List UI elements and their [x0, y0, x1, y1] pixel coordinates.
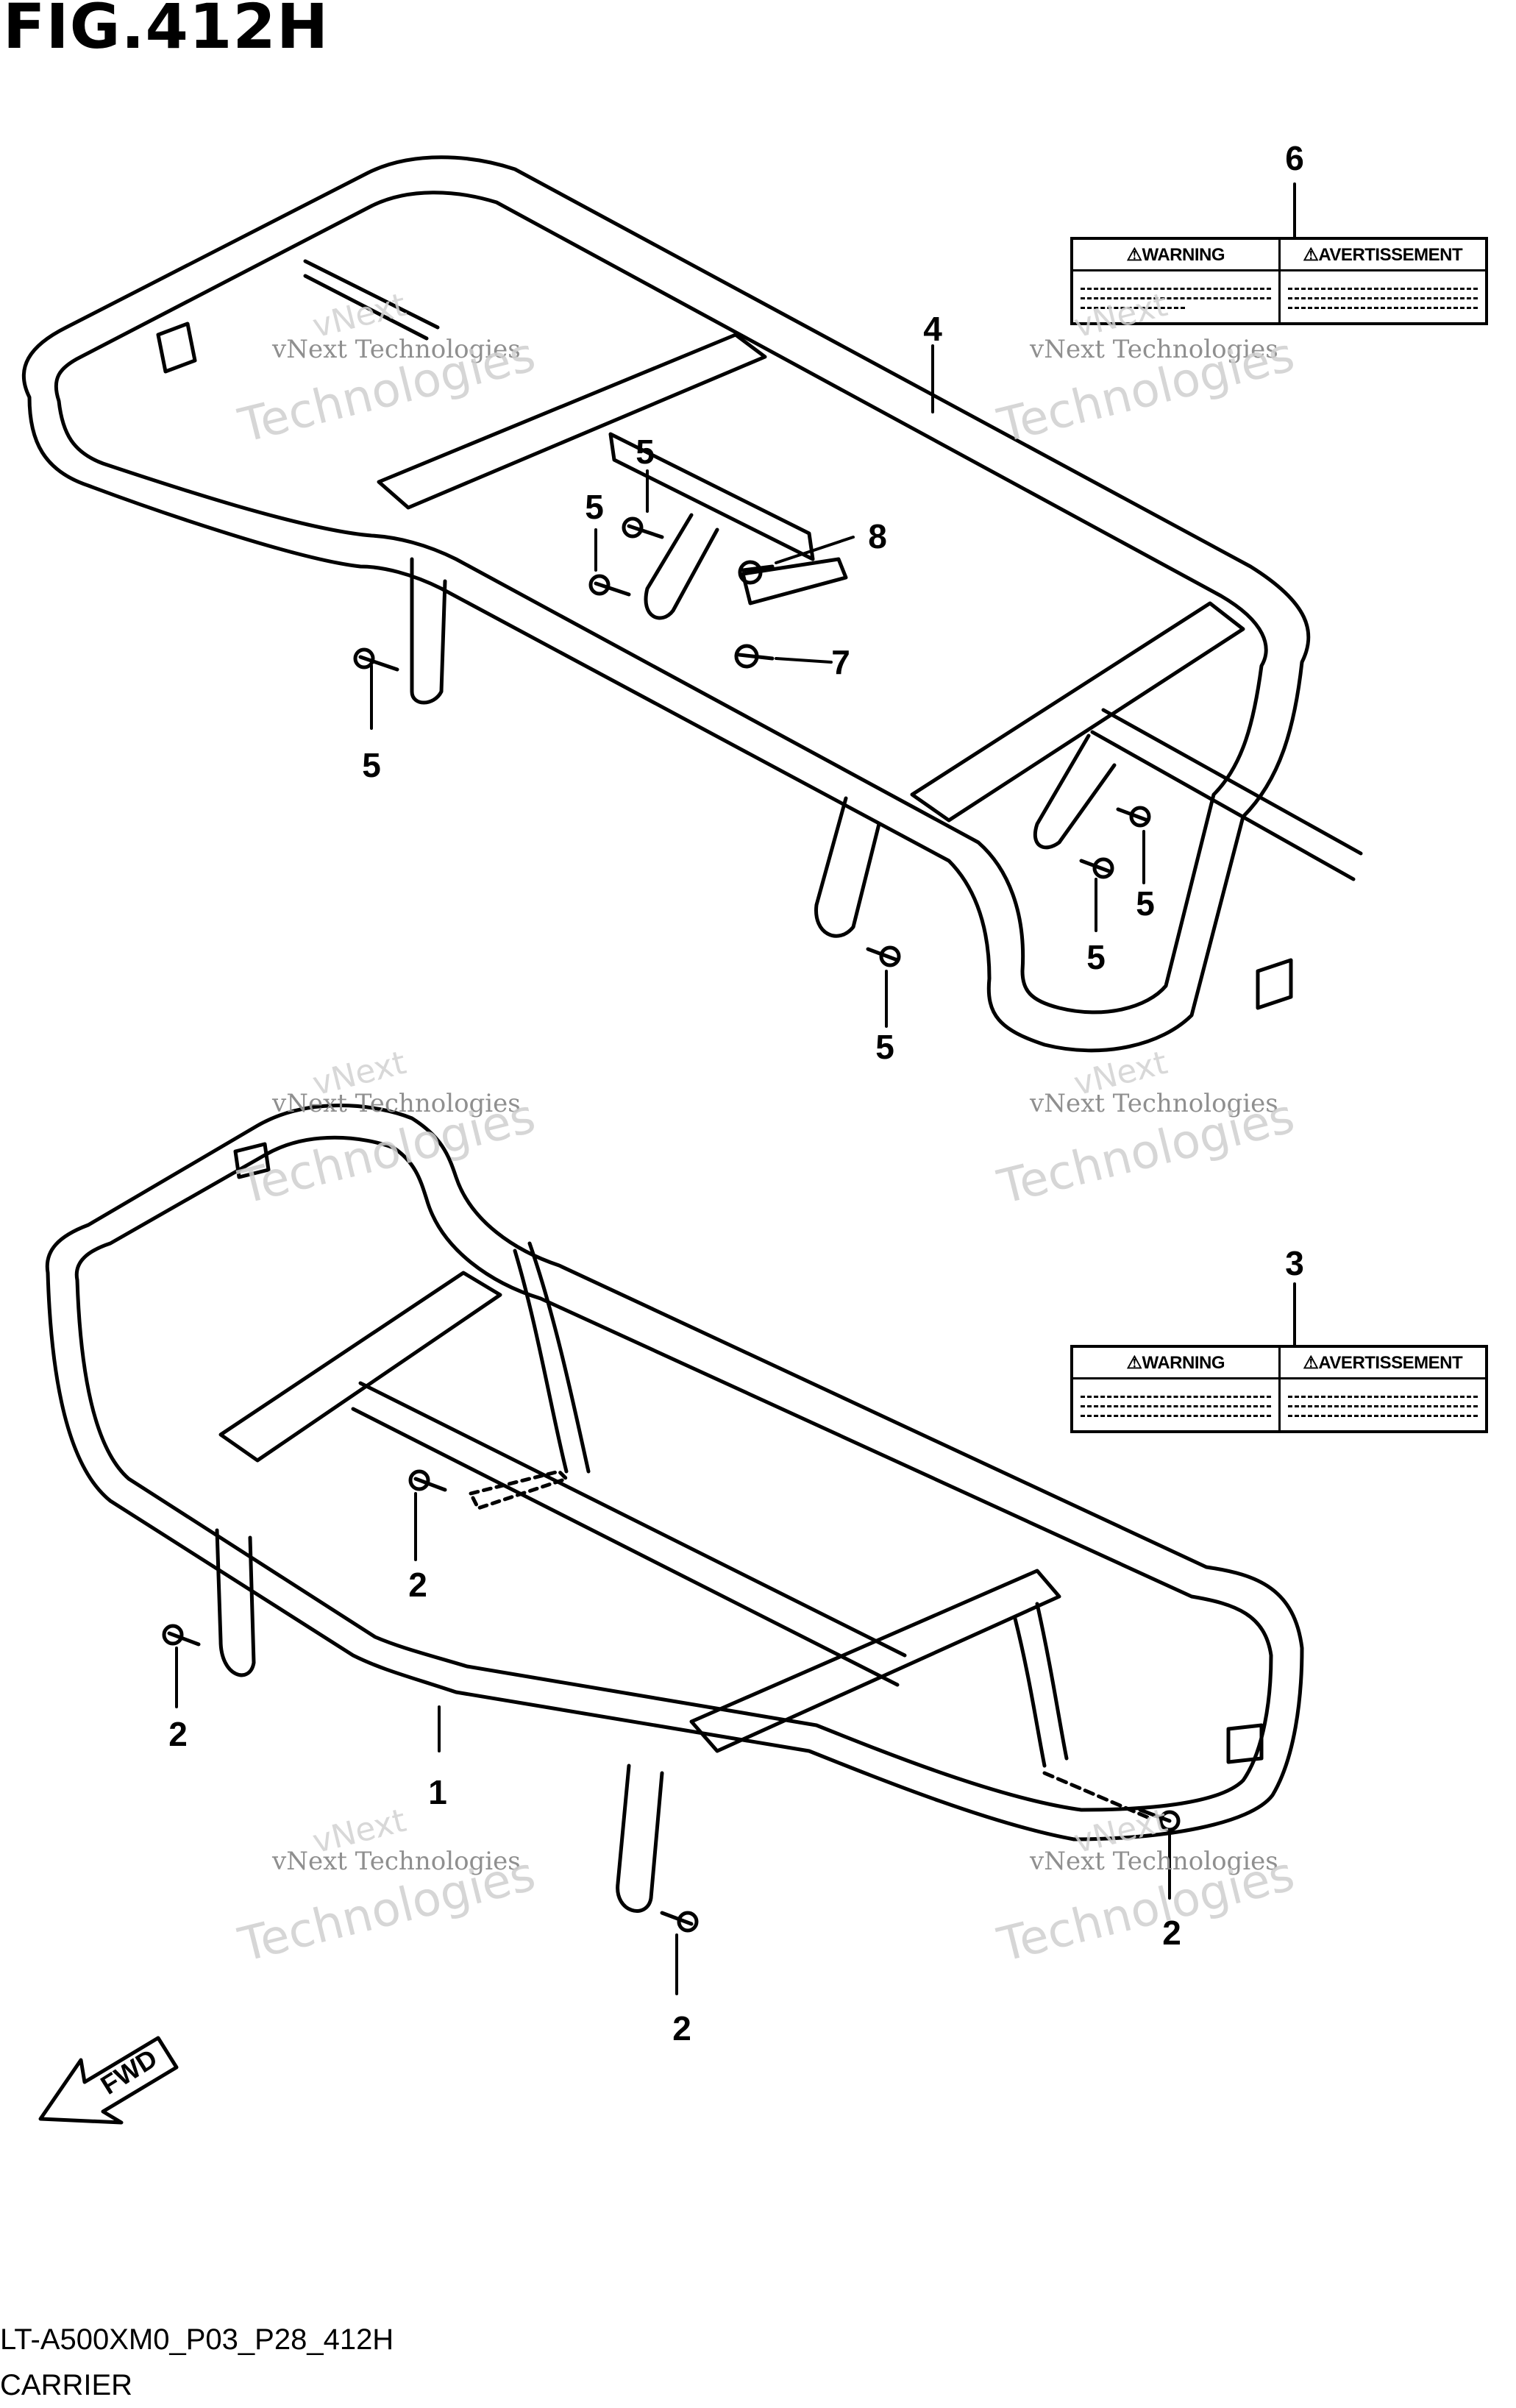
part-number-7: 7	[831, 643, 850, 681]
bolt-icons	[162, 516, 1181, 1933]
rear-carrier-frame	[21, 155, 1363, 1053]
fwd-arrow-icon	[38, 2036, 179, 2125]
part-number-5: 5	[1136, 884, 1155, 923]
figure-title: FIG.412H	[3, 0, 330, 63]
warning-label-6: ⚠WARNING ⚠AVERTISSEMENT	[1070, 237, 1488, 325]
part-number-2: 2	[672, 2009, 691, 2047]
part-number-2: 2	[408, 1566, 427, 1604]
label-warning-en: ⚠WARNING	[1126, 244, 1225, 265]
label-warning-fr: ⚠AVERTISSEMENT	[1278, 1348, 1486, 1377]
part-number-2: 2	[168, 1715, 188, 1753]
warning-label-3: ⚠WARNING ⚠AVERTISSEMENT	[1070, 1345, 1488, 1433]
part-number-5: 5	[1086, 938, 1106, 976]
part-number-6: 6	[1285, 139, 1304, 177]
fwd-label: FWD	[96, 2043, 163, 2100]
watermark-text: vNext Technologies	[1030, 1089, 1278, 1118]
part-number-8: 8	[868, 517, 887, 555]
watermark-text: vNext Technologies	[272, 335, 521, 364]
part-number-5: 5	[585, 488, 604, 526]
part-number-5: 5	[636, 433, 655, 471]
part-number-3: 3	[1285, 1244, 1304, 1282]
front-carrier-frame	[45, 1104, 1304, 1913]
leader-lines	[175, 182, 1296, 1995]
watermark-text: vNext Technologies	[272, 1847, 521, 1876]
watermark-text: vNext Technologies	[1030, 335, 1278, 364]
figure-code: LT-A500XM0_P03_P28_412H	[0, 2323, 394, 2356]
part-number-2: 2	[1162, 1914, 1181, 1952]
part-number-5: 5	[362, 746, 381, 784]
part-number-4: 4	[923, 310, 942, 348]
part-number-1: 1	[428, 1773, 447, 1811]
part-number-5: 5	[875, 1028, 894, 1066]
watermark-text: vNext Technologies	[272, 1089, 521, 1118]
figure-caption: CARRIER	[0, 2369, 133, 2401]
watermark-text: vNext Technologies	[1030, 1847, 1278, 1876]
label-warning-fr: ⚠AVERTISSEMENT	[1278, 240, 1486, 269]
label-warning-en: ⚠WARNING	[1126, 1352, 1225, 1373]
